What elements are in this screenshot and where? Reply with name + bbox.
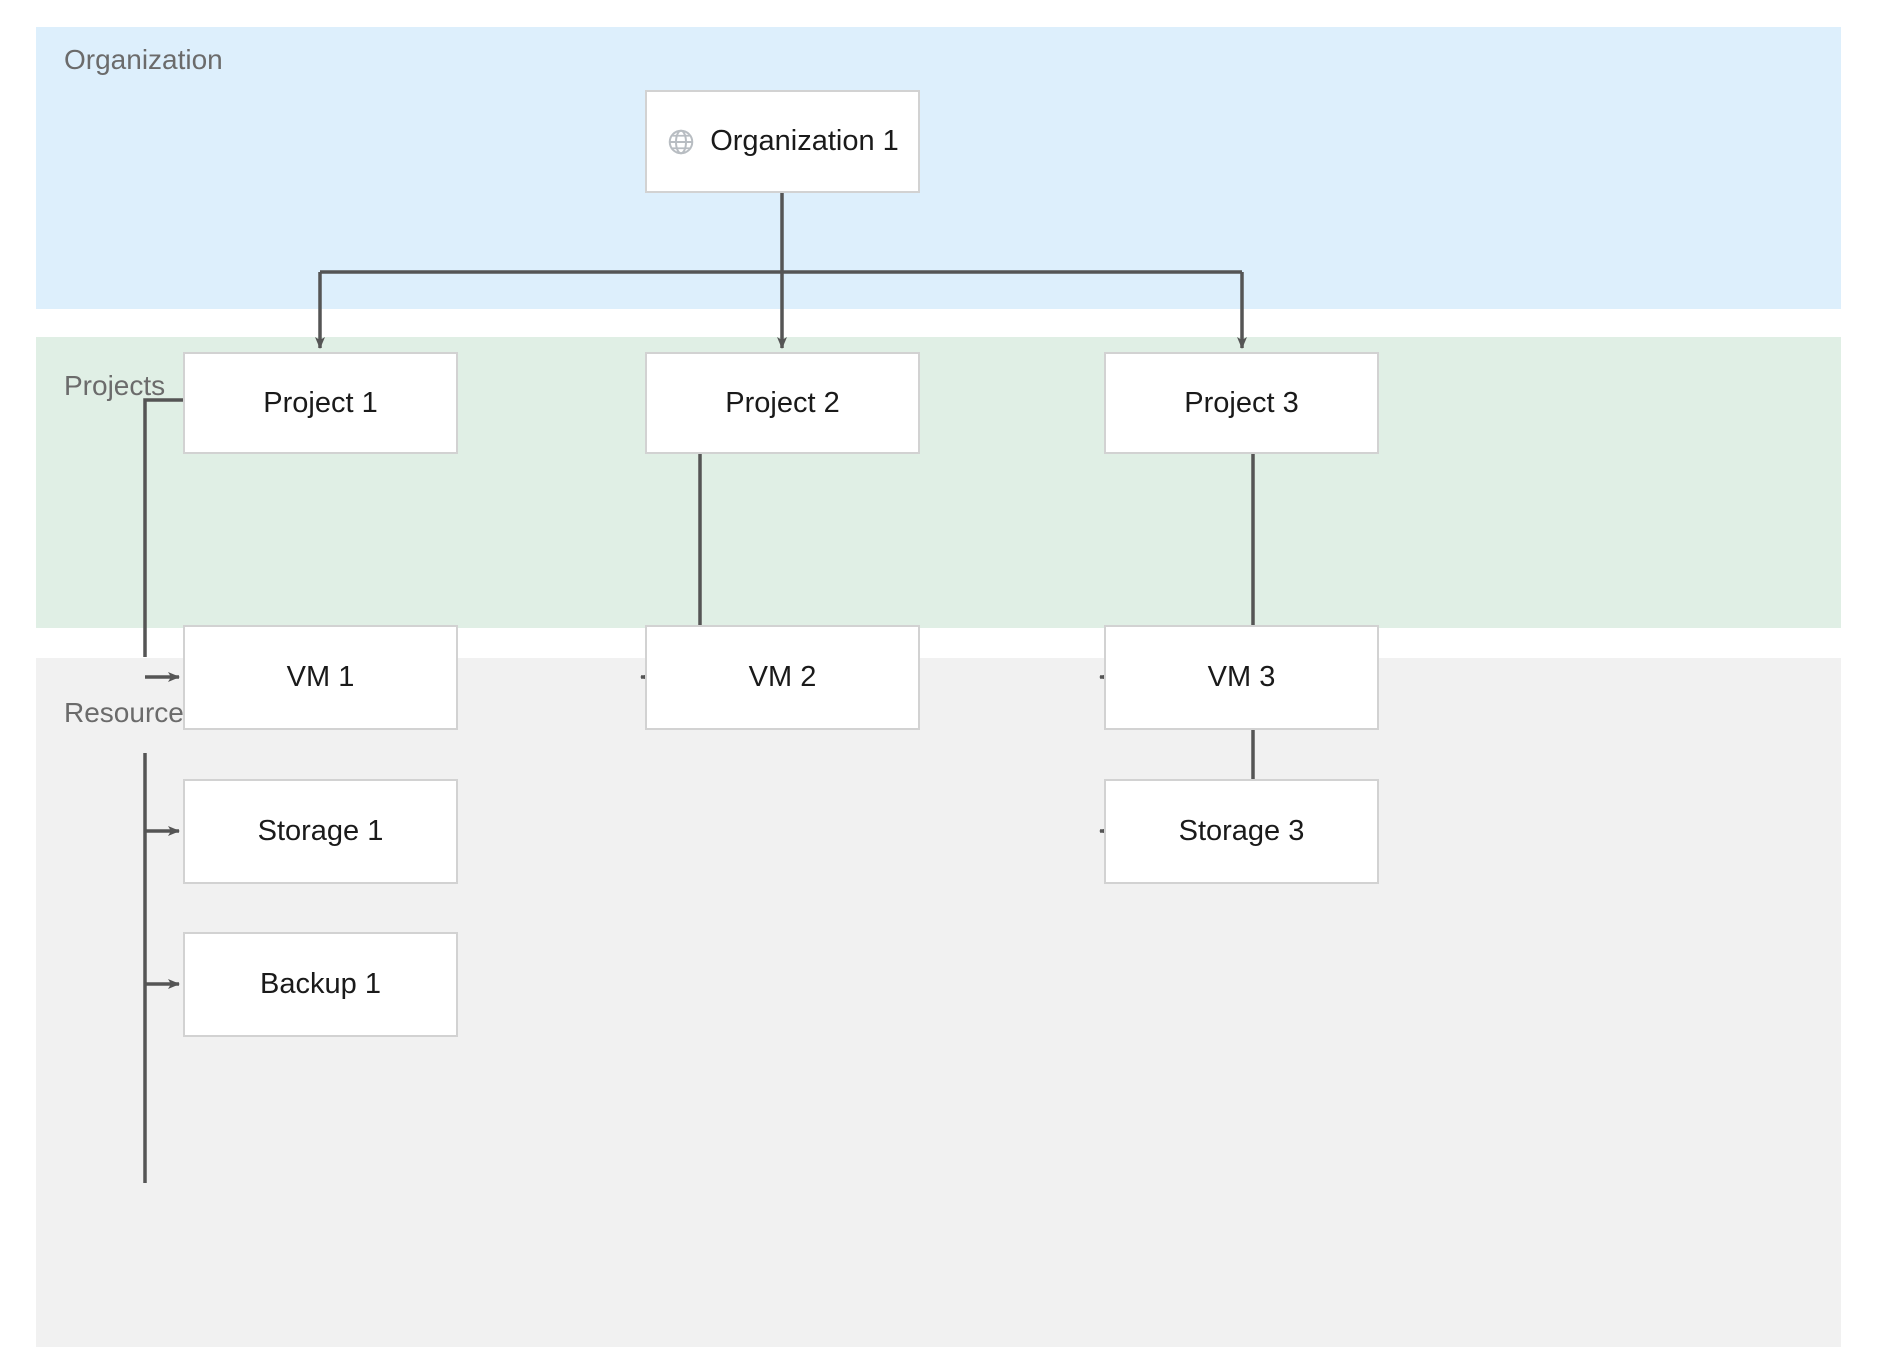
node-vm-1[interactable]: VM 1 <box>183 625 458 730</box>
node-label-project-3: Project 3 <box>1184 386 1299 419</box>
node-project-3[interactable]: Project 3 <box>1104 352 1379 454</box>
node-label-backup-1: Backup 1 <box>260 968 381 1000</box>
node-storage-3[interactable]: Storage 3 <box>1104 779 1379 884</box>
node-label-storage-1: Storage 1 <box>257 815 384 847</box>
band-label-resources: Resources <box>64 697 198 728</box>
globe-icon <box>668 129 694 154</box>
node-label-vm-3: VM 3 <box>1207 661 1276 693</box>
node-label-organization-1: Organization 1 <box>710 125 899 157</box>
node-label-project-1: Project 1 <box>263 386 378 419</box>
node-project-2[interactable]: Project 2 <box>645 352 920 454</box>
band-label-projects: Projects <box>64 370 166 401</box>
node-label-vm-2: VM 2 <box>748 661 817 693</box>
node-project-1[interactable]: Project 1 <box>183 352 458 454</box>
node-storage-1[interactable]: Storage 1 <box>183 779 458 884</box>
node-vm-3[interactable]: VM 3 <box>1104 625 1379 730</box>
node-label-project-2: Project 2 <box>725 386 840 419</box>
band-label-organization: Organization <box>64 44 223 75</box>
node-organization-1[interactable]: Organization 1 <box>645 90 920 193</box>
node-vm-2[interactable]: VM 2 <box>645 625 920 730</box>
node-label-storage-3: Storage 3 <box>1178 815 1305 847</box>
band-organization <box>36 27 1841 309</box>
node-backup-1[interactable]: Backup 1 <box>183 932 458 1037</box>
node-label-vm-1: VM 1 <box>286 661 355 693</box>
